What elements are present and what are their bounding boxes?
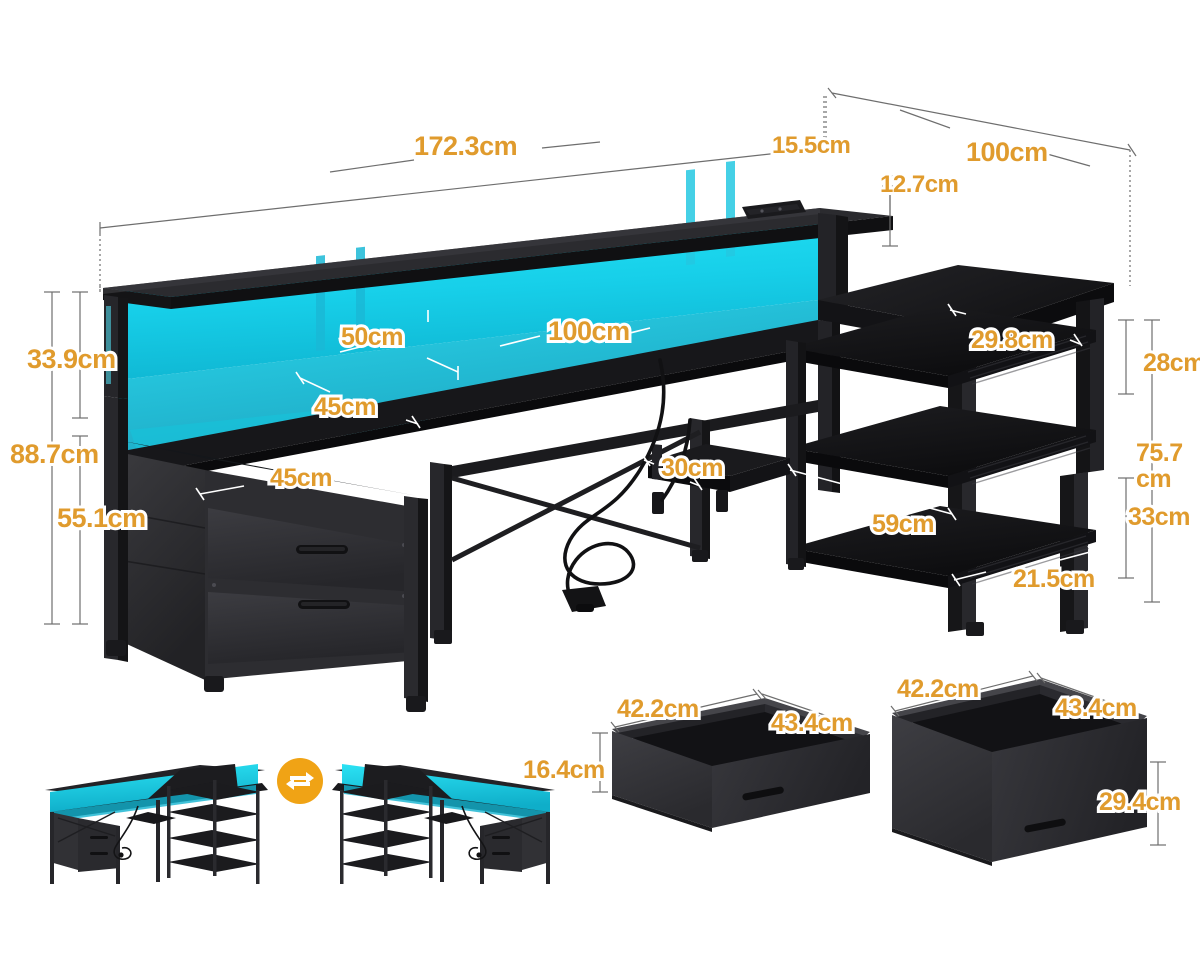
dim-desk-total-height: 88.7cm 88.7cm bbox=[7, 438, 102, 471]
hutch-left-posts bbox=[104, 295, 128, 399]
hutch-top-shelf bbox=[103, 208, 893, 309]
dim-large-drawer-height: 29.4cm 29.4cm bbox=[1096, 787, 1184, 818]
power-cord bbox=[563, 358, 692, 598]
dim-desk-surface-height: 55.1cm 55.1cm bbox=[54, 502, 149, 535]
dim-overall-width: 172.3cm 172.3cm bbox=[411, 130, 521, 163]
dim-small-drawer-height: 16.4cm 16.4cm bbox=[520, 755, 608, 786]
dim-shelf-run-length: 59cm 59cm bbox=[869, 509, 937, 540]
dim-small-drawer-depth: 43.4cm 43.4cm bbox=[768, 708, 856, 739]
hutch-right-post bbox=[818, 213, 848, 307]
dim-hutch-shelf-width: 50cm 50cm bbox=[338, 322, 406, 353]
dimension-leader-lines bbox=[44, 87, 1160, 625]
dim-cabinet-top-depth: 45cm 45cm bbox=[311, 392, 379, 423]
power-outlet-panel[interactable] bbox=[742, 200, 806, 219]
dim-shelf-depth: 21.5cm 21.5cm bbox=[1010, 564, 1098, 595]
dim-large-drawer-depth: 43.4cm 43.4cm bbox=[1052, 693, 1140, 724]
dim-hutch-clearance: 12.7cm 12.7cm bbox=[877, 169, 962, 200]
dim-small-drawer-width: 42.2cm 42.2cm bbox=[614, 694, 702, 725]
small-drawer-box bbox=[612, 698, 870, 832]
drawer-dimension-lines bbox=[592, 670, 1166, 846]
dim-cabinet-top-width: 45cm 45cm bbox=[267, 463, 335, 494]
left-run-frame bbox=[430, 400, 818, 644]
file-drawer-cabinet bbox=[104, 396, 428, 712]
thumb-config-right[interactable] bbox=[332, 764, 555, 884]
dim-shelf-total-height: 75.7 cm 75.7 cm bbox=[1133, 437, 1186, 494]
dim-hutch-shelf-depth: 15.5cm 15.5cm bbox=[769, 130, 854, 161]
right-return-shelves bbox=[786, 306, 1096, 588]
dim-shelf-upper-height: 28cm 28cm bbox=[1140, 348, 1200, 379]
swap-arrows-icon[interactable] bbox=[277, 758, 323, 804]
dim-hutch-height: 33.9cm 33.9cm bbox=[24, 343, 119, 376]
dim-right-top-depth: 100cm 100cm bbox=[963, 136, 1051, 169]
dim-left-desk-depth: 100cm 100cm bbox=[545, 315, 633, 348]
dim-right-top-width: 29.8cm 29.8cm bbox=[968, 325, 1056, 356]
thumb-config-left[interactable] bbox=[45, 764, 268, 884]
power-plug bbox=[562, 586, 606, 612]
dim-cpu-stand-depth: 30cm 30cm bbox=[658, 453, 726, 484]
dim-large-drawer-width: 42.2cm 42.2cm bbox=[894, 674, 982, 705]
dim-shelf-lower-height: 33cm 33cm bbox=[1125, 502, 1193, 533]
large-drawer-box bbox=[892, 679, 1147, 866]
